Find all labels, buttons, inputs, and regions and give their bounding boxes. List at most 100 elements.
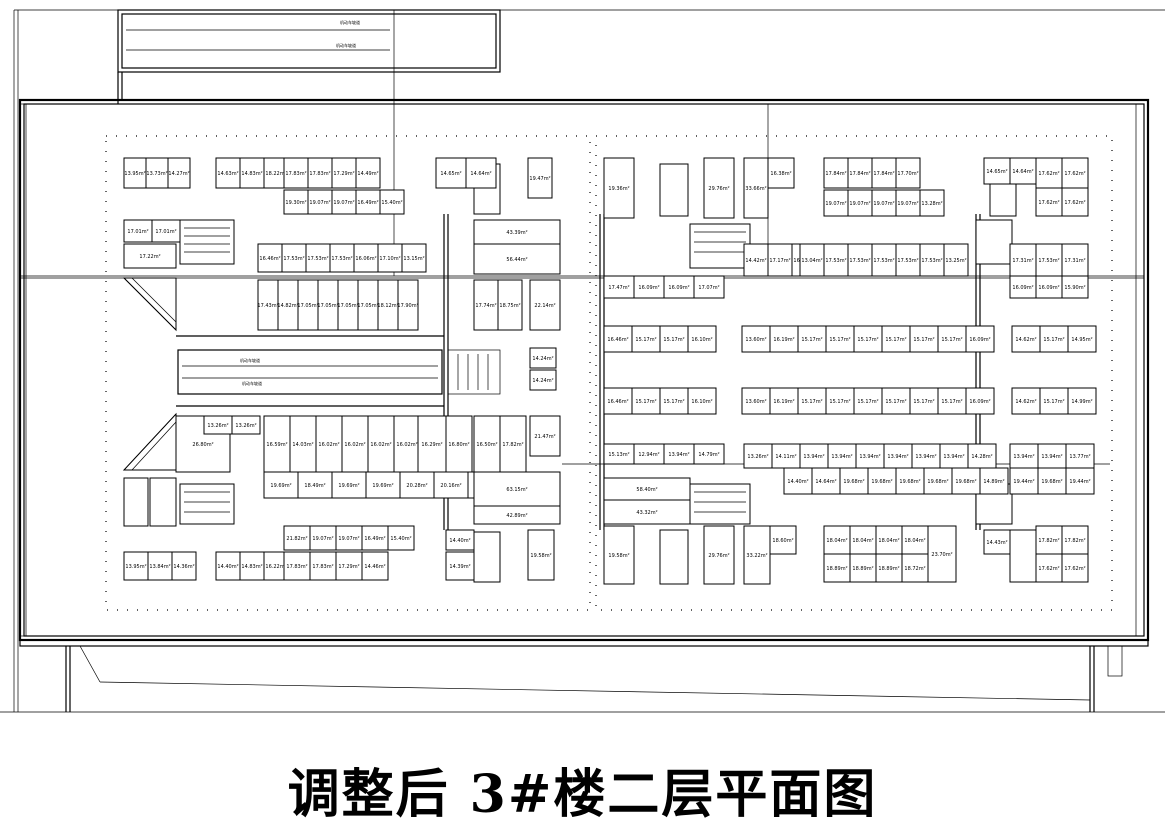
shop-room — [1035, 187, 1063, 217]
shop-room — [1011, 325, 1041, 353]
shop-room — [497, 279, 523, 331]
room-area-label: 16.02m² — [344, 442, 365, 448]
room-area-label: 13.60m² — [745, 337, 766, 343]
room-area-label: 22.14m² — [534, 303, 555, 309]
room-area-label: 17.05m² — [337, 303, 358, 309]
shop-room — [283, 525, 311, 551]
room-area-label: 17.05m² — [297, 303, 318, 309]
room-area-label: 14.65m² — [440, 171, 461, 177]
room-area-label: 15.17m² — [913, 337, 934, 343]
shop-room — [1039, 325, 1069, 353]
room-area-label: 17.53m² — [921, 258, 942, 264]
room-area-label: 15.17m² — [635, 399, 656, 405]
room-area-label: 17.10m² — [379, 256, 400, 262]
central-ramp: 机动车坡道 机动车坡道 — [177, 349, 501, 395]
room-area-label: 18.89m² — [826, 566, 847, 572]
room-area-label: 14.46m² — [364, 564, 385, 570]
shop-room — [659, 387, 689, 415]
room-area-label: 16.19m² — [773, 337, 794, 343]
shop-room — [937, 387, 967, 415]
shop-room — [743, 157, 769, 219]
shop-room — [307, 157, 333, 189]
room-area-label: 13.04m² — [801, 258, 822, 264]
shop-room — [257, 243, 283, 273]
room-area-label: 19.07m² — [825, 201, 846, 207]
shop-room — [871, 157, 897, 189]
room-area-label: 19.68m² — [955, 479, 976, 485]
room-area-label: 16.38m² — [770, 171, 791, 177]
shop-room — [847, 243, 873, 277]
room-area-label: 19.07m² — [309, 200, 330, 206]
shop-room — [1061, 157, 1089, 189]
shop-room — [529, 279, 561, 331]
room-area-label: 17.53m² — [825, 258, 846, 264]
shop-room — [687, 325, 717, 353]
room-area-label: 20.16m² — [440, 483, 461, 489]
room-area-label: 13.94m² — [887, 454, 908, 460]
room-area-label: 13.60m² — [745, 399, 766, 405]
room-area-label: 17.62m² — [1064, 171, 1085, 177]
room-area-label: 14.42m² — [745, 258, 766, 264]
shop-room — [331, 471, 367, 499]
room-area-label: 26.80m² — [192, 442, 213, 448]
room-area-label: 42.89m² — [506, 513, 527, 519]
room-area-label: 14.64m² — [815, 479, 836, 485]
room-area-label: 14.82m² — [277, 303, 298, 309]
room-area-label: 15.40m² — [390, 536, 411, 542]
room-area-label: 13.94m² — [915, 454, 936, 460]
room-area-label: 16.09m² — [638, 285, 659, 291]
room-area-label: 14.83m² — [241, 564, 262, 570]
room-area-label: 17.90m² — [397, 303, 418, 309]
ramp-label: 机动车坡道 — [240, 357, 260, 363]
ramp-label: 机动车坡道 — [340, 19, 360, 25]
room-area-label: 13.15m² — [403, 256, 424, 262]
shop-room — [769, 525, 797, 555]
shop-room — [783, 467, 813, 495]
room-area-label: 14.40m² — [217, 564, 238, 570]
shop-room — [767, 243, 793, 277]
room-area-label: 16.22m² — [265, 564, 286, 570]
shop-room — [309, 525, 337, 551]
shop-room — [283, 551, 311, 581]
room-area-label: 14.63m² — [217, 171, 238, 177]
room-area-label: 14.40m² — [787, 479, 808, 485]
room-area-label: 17.53m² — [307, 256, 328, 262]
shop-room — [231, 415, 261, 435]
room-area-label: 63.15m² — [506, 487, 527, 493]
room-area-label: 15.17m² — [663, 337, 684, 343]
shop-room — [1061, 275, 1089, 299]
room-area-label: 14.36m² — [173, 564, 194, 570]
room-area-label: 16.09m² — [1038, 285, 1059, 291]
shop-room — [473, 415, 501, 473]
room-area-label: 19.07m² — [849, 201, 870, 207]
room-area-label: 15.17m² — [913, 399, 934, 405]
room-area-label: 16.09m² — [969, 337, 990, 343]
floor-plan: 机动车坡道 机动车坡道 机动车坡道 机动车坡道 — [0, 9, 1165, 713]
shop-room — [943, 243, 969, 277]
shop-room — [215, 551, 241, 581]
room-area-label: 14.24m² — [532, 356, 553, 362]
shop-room — [445, 529, 475, 551]
shop-room — [239, 551, 265, 581]
room-area-label: 15.17m² — [941, 337, 962, 343]
room-area-label: 16.02m² — [318, 442, 339, 448]
room-area-label: 20.28m² — [406, 483, 427, 489]
room-area-label: 19.69m² — [372, 483, 393, 489]
room-area-label: 13.28m² — [921, 201, 942, 207]
room-area-label: 14.62m² — [1015, 399, 1036, 405]
room-area-label: 15.17m² — [885, 337, 906, 343]
room-area-label: 43.32m² — [636, 510, 657, 516]
shop-room — [965, 325, 995, 353]
room-area-label: 15.17m² — [885, 399, 906, 405]
shop-room — [603, 157, 635, 219]
room-area-label: 17.53m² — [1038, 258, 1059, 264]
room-area-label: 17.29m² — [338, 564, 359, 570]
room-area-label: 16.49m² — [364, 536, 385, 542]
room-area-label: 17.53m² — [849, 258, 870, 264]
shop-room — [603, 387, 633, 415]
room-area-label: 17.01m² — [127, 229, 148, 235]
room-area-label: 14.64m² — [1012, 169, 1033, 175]
shop-room — [297, 471, 333, 499]
room-area-label: 16.10m² — [691, 337, 712, 343]
room-area-label: 17.82m² — [1038, 538, 1059, 544]
